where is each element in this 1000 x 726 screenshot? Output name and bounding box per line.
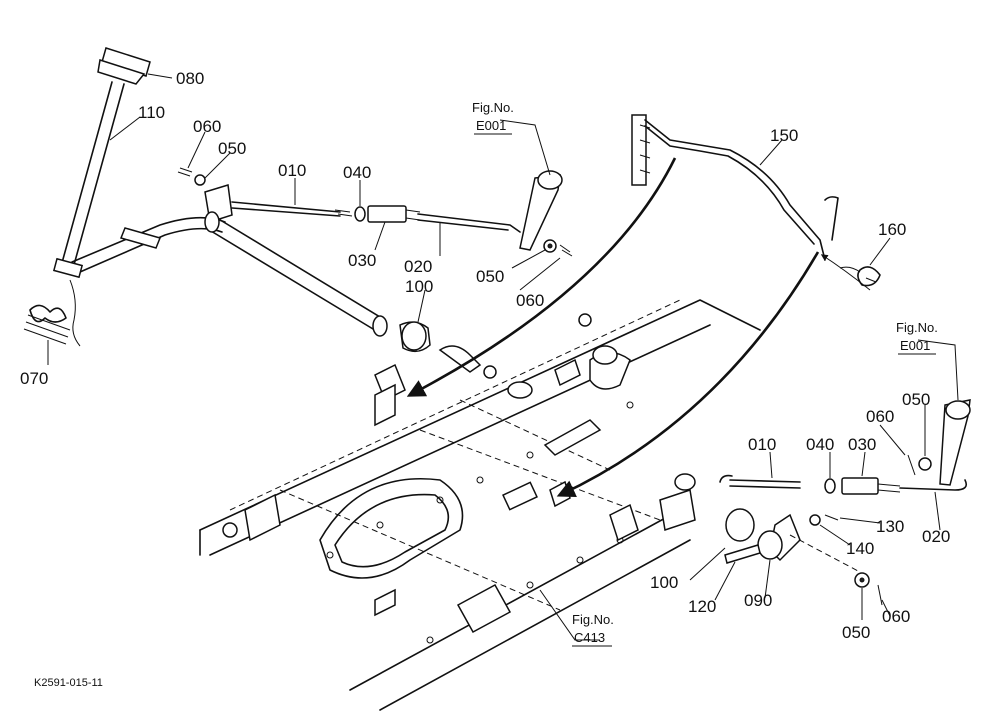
- right-linkage: [719, 399, 971, 606]
- part-label: 120: [688, 597, 716, 616]
- diagram-code: K2591-015-11: [34, 677, 103, 689]
- fig-ref-label: Fig.No.: [472, 100, 514, 115]
- part-label: 070: [20, 369, 48, 388]
- part-label: 020: [404, 257, 432, 276]
- leader-lines: [47, 73, 959, 641]
- cross-rod-150: [631, 114, 881, 287]
- part-label: 140: [846, 539, 874, 558]
- part-label: 050: [842, 623, 870, 642]
- fig-ref-number: E001: [900, 338, 930, 353]
- part-label: 040: [806, 435, 834, 454]
- fig-ref-label: Fig.No.: [572, 612, 614, 627]
- part-label: 050: [476, 267, 504, 286]
- part-label: 100: [405, 277, 433, 296]
- part-label: 080: [176, 69, 204, 88]
- part-label: 090: [744, 591, 772, 610]
- part-label: 060: [193, 117, 221, 136]
- part-label: 100: [650, 573, 678, 592]
- assembly-arrows: [406, 157, 871, 498]
- part-label: 040: [343, 163, 371, 182]
- figure-references: Fig.No. E001 Fig.No. E001 Fig.No. C413: [472, 100, 938, 647]
- part-label: 160: [878, 220, 906, 239]
- part-label: 130: [876, 517, 904, 536]
- chassis-frame: [199, 299, 761, 711]
- part-label: 150: [770, 126, 798, 145]
- fig-ref-label: Fig.No.: [896, 320, 938, 335]
- part-label: 110: [138, 103, 165, 122]
- part-label: 030: [848, 435, 876, 454]
- part-label: 060: [866, 407, 894, 426]
- link-lever-left: [519, 170, 573, 257]
- part-label: 060: [516, 291, 544, 310]
- part-labels: 080 110 060 050 010 040 030 020 050 060 …: [20, 69, 950, 642]
- part-label: 030: [348, 251, 376, 270]
- part-label: 050: [902, 390, 930, 409]
- fig-ref-number: C413: [574, 630, 605, 645]
- pedal-assembly: [23, 47, 521, 353]
- part-label: 010: [278, 161, 306, 180]
- part-label: 020: [922, 527, 950, 546]
- part-label: 060: [882, 607, 910, 626]
- part-label: 050: [218, 139, 246, 158]
- fig-ref-number: E001: [476, 118, 506, 133]
- part-label: 010: [748, 435, 776, 454]
